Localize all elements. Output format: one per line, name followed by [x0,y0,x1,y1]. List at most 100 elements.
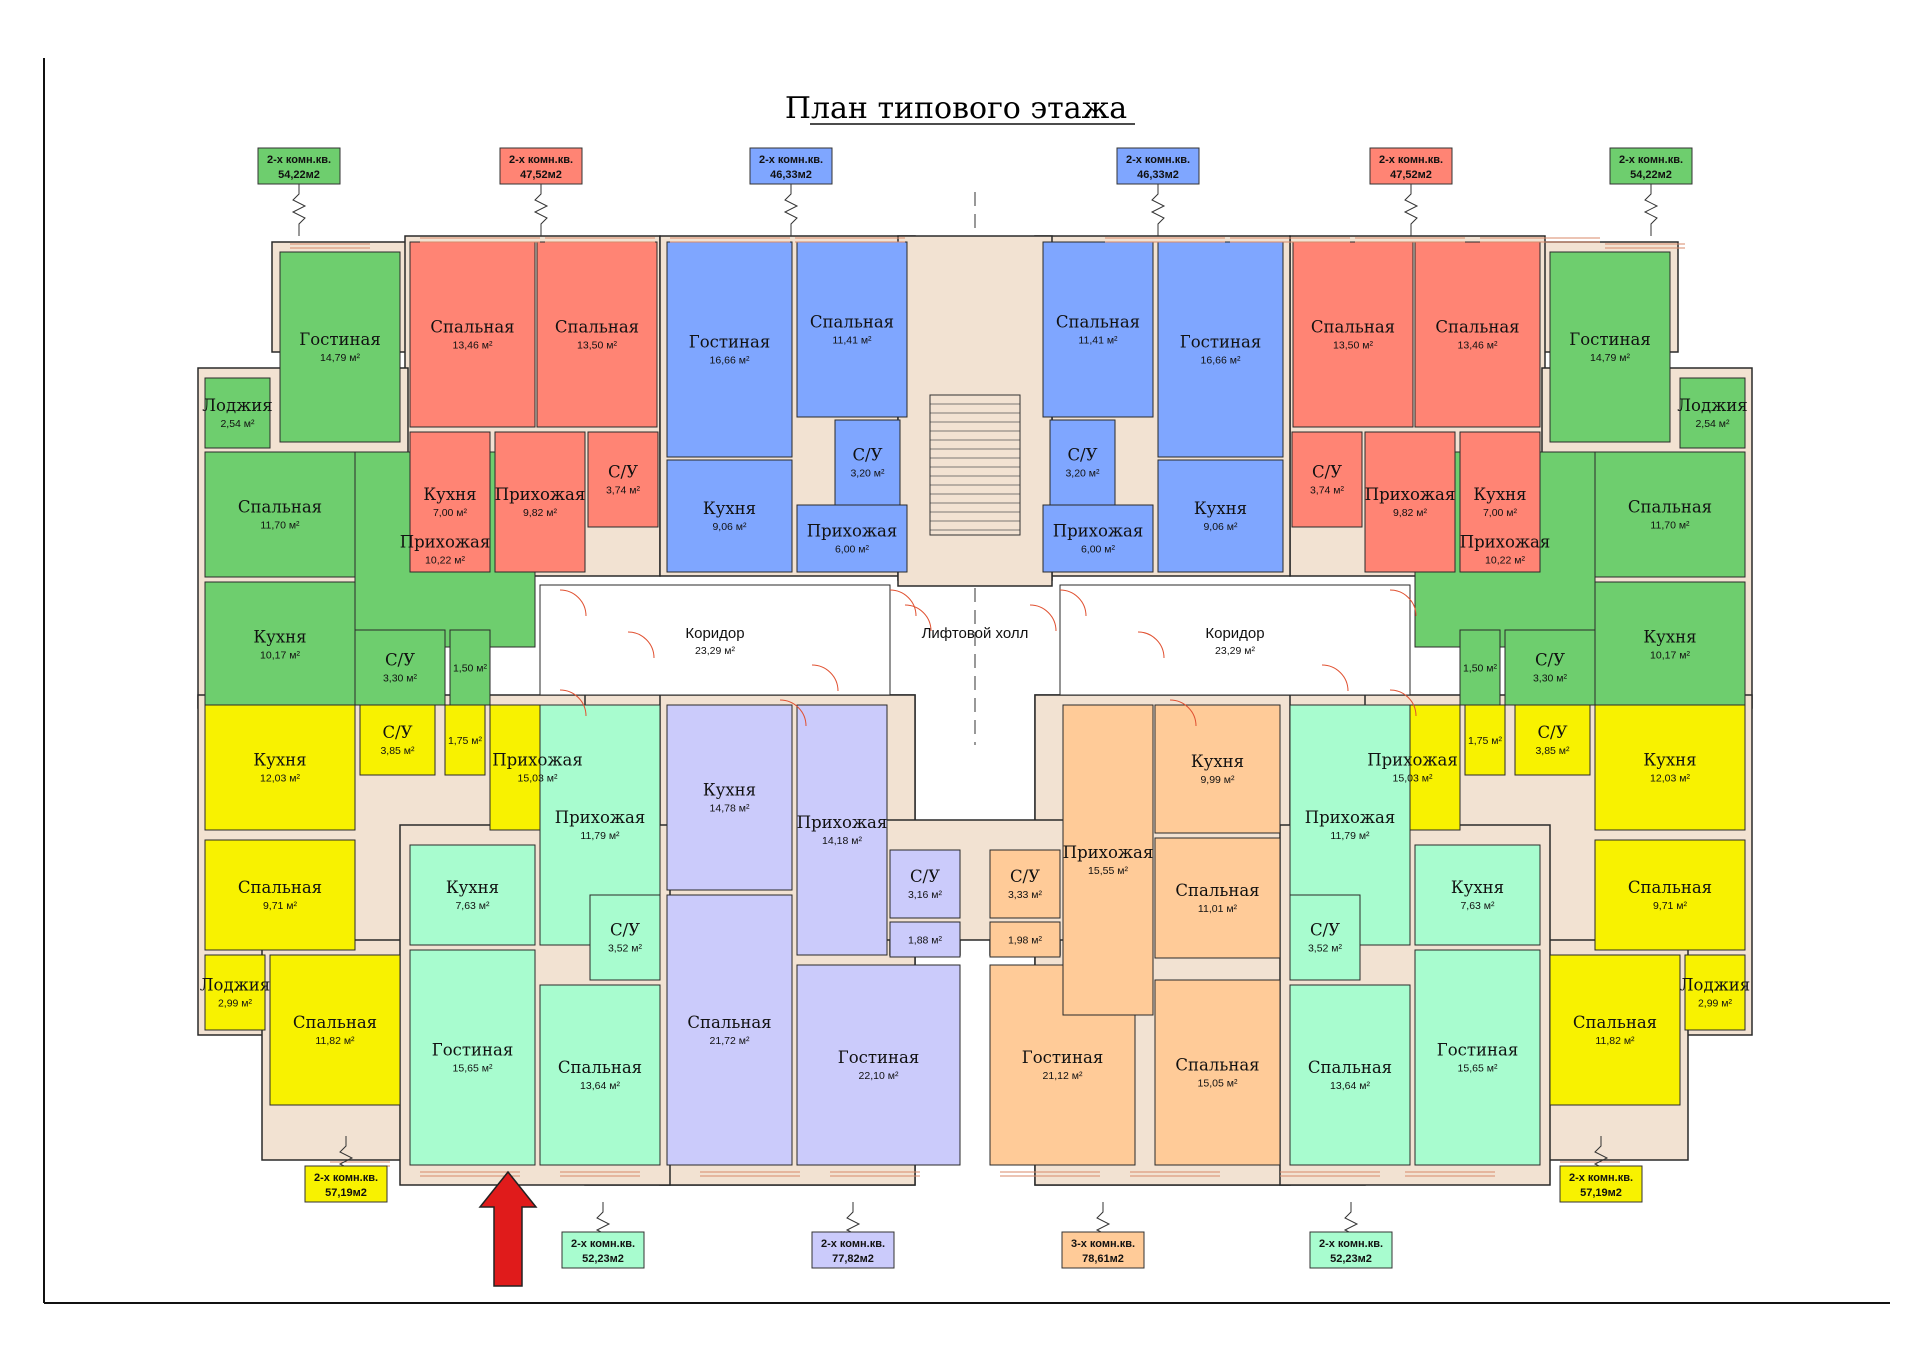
room-left-16-area: 6,00 м² [835,544,870,556]
corridor-right-name: Коридор [1205,625,1264,642]
room-peach-5-name: Спальная [1175,881,1259,900]
room-right-3-name: Прихожая [1460,533,1551,552]
room-left-6-area: 1,50 м² [453,663,488,675]
room-bottom-left-6-area: 11,82 м² [315,1035,355,1047]
room-right-16-name: Прихожая [1053,522,1144,541]
room-left-4-area: 10,17 м² [260,650,300,662]
room-left-4 [204,581,356,708]
room-left-14-name: С/У [852,446,882,465]
tag-box-green-right [1609,147,1693,185]
tag-area-green-right: 54,22м2 [1630,169,1672,181]
room-bottom-left-6 [269,954,401,1106]
room-left-9 [409,431,491,573]
room-bottom-left-11-name: Спальная [558,1058,642,1077]
tag-box-yellow-right [1559,1165,1643,1203]
tag-area-red-left: 47,52м2 [520,169,562,181]
room-right-13 [1042,241,1154,418]
room-bottom-right-4-area: 9,71 м² [1653,900,1688,912]
room-bottom-right-7-area: 7,63 м² [1460,900,1495,912]
room-bottom-left-16-name: Спальная [687,1013,771,1032]
room-bottom-left-0-area: 12,03 м² [260,773,300,785]
room-left-3-name: Прихожая [400,533,491,552]
door-swing-9 [1029,604,1057,632]
room-bottom-left-17 [796,964,961,1166]
room-right-3-area: 10,22 м² [1485,555,1525,567]
door-swing-13 [1389,689,1417,717]
tag-box-red-left [499,147,583,185]
room-peach-2-name: Гостиная [1022,1048,1103,1067]
room-left-5-name: С/У [385,651,415,670]
room-left-13 [796,241,908,418]
room-bottom-right-2-area: 1,75 м² [1468,735,1503,747]
room-left-11 [587,431,659,528]
room-bottom-left-13-name: Прихожая [797,813,888,832]
tag-area-blue-left: 46,33м2 [770,169,812,181]
tag-label-green-left: 2-х комн.кв. [267,154,331,166]
room-bottom-right-2 [1464,704,1506,776]
room-left-15-name: Кухня [703,499,756,518]
room-peach-6 [1154,979,1281,1166]
room-bottom-left-2-area: 1,75 м² [448,735,483,747]
room-bottom-left-2 [444,704,486,776]
corridor-right-area: 23,29 м² [1215,645,1255,657]
stair-outline [929,394,1021,536]
room-bottom-right-0-area: 12,03 м² [1650,773,1690,785]
room-bottom-left-1 [359,704,436,776]
tag-label-yellow-left: 2-х комн.кв. [314,1172,378,1184]
room-peach-3-area: 15,55 м² [1088,865,1128,877]
tag-box-green-left [257,147,341,185]
room-bottom-left-4-area: 9,71 м² [263,900,298,912]
room-bottom-right-8-area: 11,79 м² [1330,830,1370,842]
room-right-14-area: 3,20 м² [1065,468,1100,480]
door-swing-1 [627,631,655,659]
room-left-3-area: 10,22 м² [425,555,465,567]
room-bottom-right-9 [1289,894,1361,981]
room-bottom-right-10-name: Гостиная [1437,1041,1518,1060]
door-swing-10 [779,699,807,727]
room-right-15-area: 9,06 м² [1203,521,1238,533]
lift-hall-label: Лифтовой холл [922,625,1029,642]
room-left-0-area: 2,54 м² [220,418,255,430]
door-swing-3 [889,589,917,617]
room-left-5-area: 3,30 м² [383,673,418,685]
room-left-8 [536,241,658,428]
room-left-13-name: Спальная [810,313,894,332]
room-bottom-right-11 [1289,984,1411,1166]
room-left-10 [494,431,586,573]
tag-area-yellow-right: 57,19м2 [1580,1187,1622,1199]
page-title: План типового этажа [785,91,1127,126]
room-right-8-name: Спальная [1311,318,1395,337]
room-left-14 [834,419,901,506]
room-right-15 [1157,459,1284,573]
room-peach-0 [989,849,1061,919]
room-bottom-left-11-area: 13,64 м² [580,1080,620,1092]
door-swing-4 [1059,589,1087,617]
room-right-8-area: 13,50 м² [1333,340,1373,352]
room-left-16 [796,504,908,573]
tag-area-blue-right: 46,33м2 [1137,169,1179,181]
room-right-11 [1291,431,1363,528]
room-left-0-name: Лоджия [202,396,272,415]
room-left-9-area: 7,00 м² [433,507,468,519]
door-swing-2 [811,664,839,692]
room-bottom-left-13-area: 14,18 м² [822,835,862,847]
room-bottom-left-9 [589,894,661,981]
tag-leader-green-right [1643,184,1659,236]
room-right-12-name: Гостиная [1180,333,1261,352]
room-bottom-left-8-name: Прихожая [555,808,646,827]
room-bottom-left-14 [889,849,961,919]
details-layer [290,237,1685,1177]
room-right-1-area: 14,79 м² [1590,352,1630,364]
room-left-1 [279,251,401,443]
tag-leader-green-left [291,184,307,236]
room-right-4 [1594,581,1746,708]
room-right-10-name: Прихожая [1365,485,1456,504]
room-peach-2-area: 21,12 м² [1043,1070,1083,1082]
room-left-2 [204,451,356,578]
room-bottom-left-15 [889,921,961,958]
room-bottom-left-4-name: Спальная [238,878,322,897]
room-bottom-right-6-area: 11,82 м² [1595,1035,1635,1047]
room-right-11-area: 3,74 м² [1310,485,1345,497]
room-right-13-area: 11,41 м² [1078,335,1118,347]
room-right-14-name: С/У [1067,446,1097,465]
